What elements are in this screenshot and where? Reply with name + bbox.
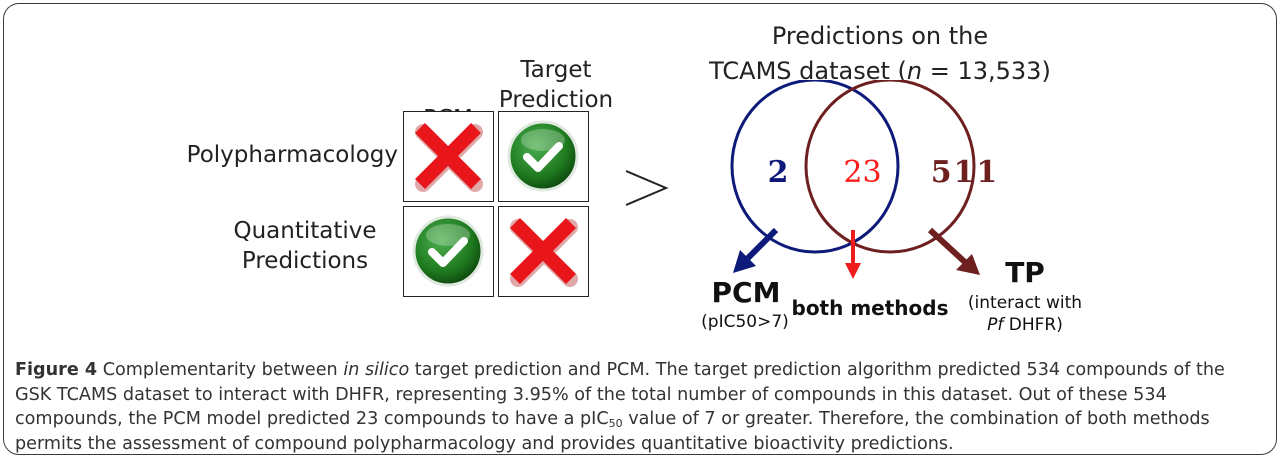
venn-title-line-1: Predictions on the: [771, 22, 989, 50]
row-header-quantitative: Quantitative Predictions: [233, 218, 377, 274]
greater-than-icon: [625, 170, 669, 206]
tp-circle: [804, 80, 976, 254]
tp-only-count: 511: [930, 155, 1000, 190]
tp-arrow: [927, 227, 980, 275]
row-header-polypharmacology: Polypharmacology: [186, 142, 398, 168]
red-cross-icon: [415, 123, 483, 192]
pcm-only-count: 2: [767, 155, 789, 190]
green-check-icon: [412, 215, 484, 287]
tp-label: TP: [1005, 256, 1045, 289]
column-header-target-prediction: Target Prediction: [498, 57, 614, 113]
pcm-sublabel: (pIC50>7): [701, 312, 789, 332]
pcm-arrow: [733, 227, 779, 273]
green-check-icon: [507, 120, 579, 192]
overlap-count: 23: [843, 155, 882, 190]
cell-quantitative-target-prediction: [498, 206, 589, 297]
cell-polypharmacology-pcm: [403, 111, 494, 202]
venn-diagram: [730, 80, 980, 279]
both-methods-arrow: [845, 230, 861, 279]
figure-caption: Figure 4 Complementarity between in sili…: [15, 360, 1225, 454]
red-cross-icon: [510, 218, 578, 287]
caption-figure-label: Figure 4: [15, 360, 98, 380]
cell-polypharmacology-target-prediction: [498, 111, 589, 202]
pcm-circle: [730, 80, 900, 254]
tp-sublabel-1: (interact with: [967, 293, 1083, 313]
tp-sublabel-2: Pf DHFR): [987, 315, 1063, 335]
cell-quantitative-pcm: [403, 206, 494, 297]
pcm-label: PCM: [711, 276, 781, 309]
both-methods-label: both methods: [791, 296, 949, 320]
figure-frame: [3, 3, 1277, 455]
